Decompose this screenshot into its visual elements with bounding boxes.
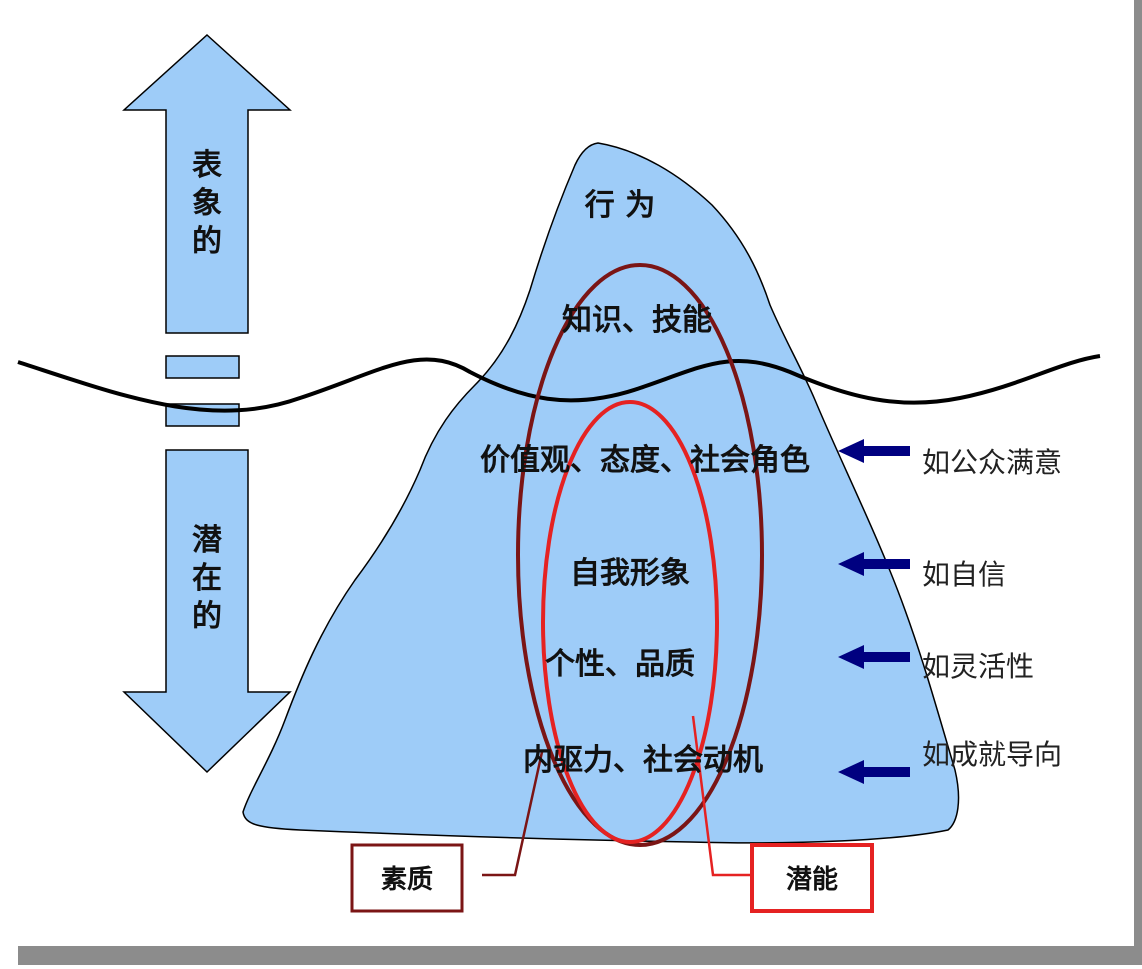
- example-achievement-orientation: 如成就导向: [922, 738, 1062, 771]
- navy-arrow-4: [838, 760, 910, 784]
- up-arrow-label: 表象的: [192, 148, 222, 259]
- layer-behavior: 行 为: [584, 188, 655, 223]
- hidden-down-arrow: [122, 449, 292, 774]
- surface-up-arrow: [122, 33, 292, 334]
- navy-arrow-2: [838, 552, 910, 576]
- qianneng-label: 潜能: [786, 864, 838, 895]
- qianneng-leader-line: [691, 715, 752, 877]
- example-flexibility: 如灵活性: [922, 650, 1034, 683]
- suzhi-box: [350, 843, 464, 913]
- example-public-satisfaction: 如公众满意: [922, 446, 1062, 479]
- layer-self-image: 自我形象: [570, 556, 690, 591]
- waterline-wave: [17, 354, 1101, 413]
- layer-knowledge-skills: 知识、技能: [562, 303, 712, 338]
- layer-values-attitude-role: 价值观、态度、社会角色: [480, 443, 810, 478]
- suzhi-label: 素质: [381, 865, 433, 895]
- waterline-bar-upper: [165, 355, 240, 379]
- navy-arrow-1: [838, 439, 910, 463]
- example-self-confidence: 如自信: [922, 558, 1006, 591]
- navy-arrow-3: [838, 645, 910, 669]
- layer-motives: 内驱力、社会动机: [523, 743, 763, 778]
- iceberg-shape: [242, 142, 960, 844]
- qianneng-box: [750, 843, 874, 913]
- right-frame-bar: [1134, 0, 1142, 965]
- suzhi-ellipse: [516, 263, 764, 847]
- down-arrow-label: 潜在的: [192, 523, 222, 634]
- qianneng-ellipse: [541, 400, 719, 844]
- bottom-frame-bar: [18, 946, 1142, 965]
- layer-traits: 个性、品质: [545, 647, 695, 682]
- suzhi-leader-line: [482, 751, 544, 877]
